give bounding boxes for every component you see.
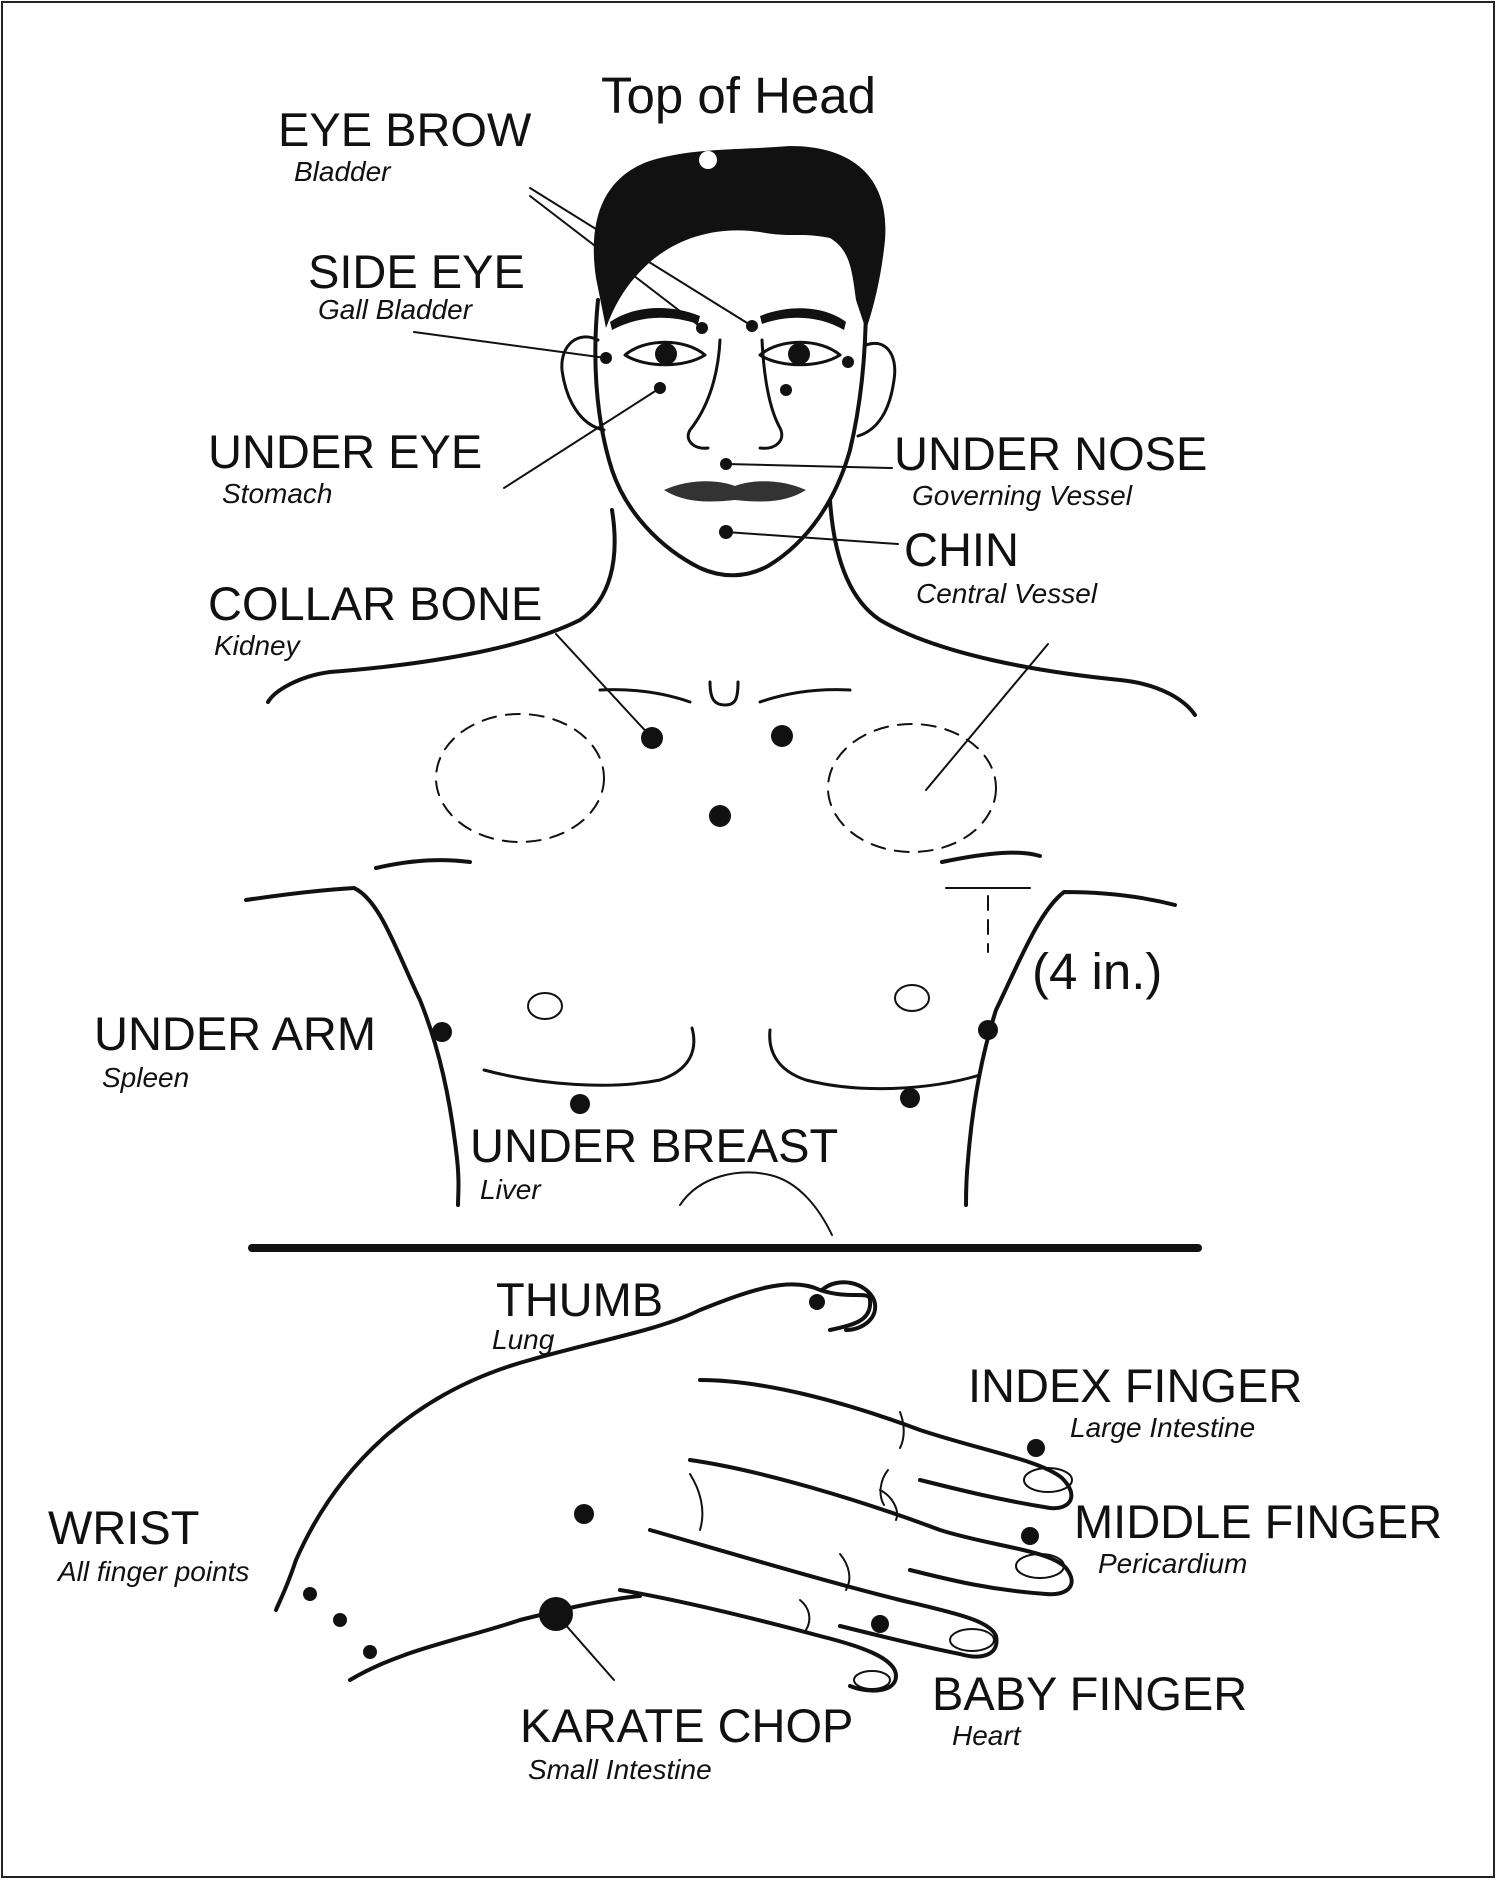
point-back-of-hand — [574, 1504, 594, 1524]
under-nose-label: UNDER NOSE — [894, 427, 1208, 480]
collar-bone-label: COLLAR BONE — [208, 577, 543, 630]
under-arm-meridian: Spleen — [102, 1062, 190, 1093]
thumb-meridian: Lung — [492, 1324, 555, 1355]
karate-chop-meridian: Small Intestine — [528, 1754, 712, 1785]
right-eye — [758, 340, 842, 367]
point-under-breast-left — [570, 1094, 590, 1114]
under-arm-label: UNDER ARM — [94, 1007, 377, 1060]
eye-brow-meridian: Bladder — [294, 156, 391, 187]
index-finger-label: INDEX FINGER — [968, 1359, 1303, 1412]
point-baby-finger — [871, 1615, 889, 1633]
baby-finger-meridian: Heart — [952, 1720, 1021, 1751]
chin-label: CHIN — [904, 523, 1019, 576]
hair — [593, 146, 886, 330]
nose — [686, 338, 784, 450]
hand-drawing — [274, 1280, 1074, 1693]
under-nose-meridian: Governing Vessel — [912, 480, 1132, 511]
right-eyebrow — [760, 308, 846, 330]
under-breast-meridian: Liver — [480, 1174, 541, 1205]
side-eye-meridian: Gall Bladder — [318, 294, 473, 325]
under-breast-label: UNDER BREAST — [470, 1119, 839, 1172]
under-eye-label: UNDER EYE — [208, 425, 483, 478]
point-thumb — [809, 1294, 825, 1310]
wrist-meridian: All finger points — [58, 1556, 250, 1587]
point-wrist-1 — [303, 1587, 317, 1601]
left-eyebrow — [610, 307, 700, 330]
side-eye-label: SIDE EYE — [308, 245, 525, 298]
left-chest-circle — [435, 713, 605, 843]
point-index-finger — [1027, 1439, 1045, 1457]
measure-label: (4 in.) — [1032, 943, 1163, 1000]
point-collar-bone-right — [771, 725, 793, 747]
right-chest-circle — [827, 723, 997, 853]
collar-bone-meridian: Kidney — [214, 630, 300, 661]
middle-finger-meridian: Pericardium — [1098, 1548, 1248, 1579]
mouth — [664, 481, 806, 502]
left-ear — [560, 335, 606, 432]
wrist-label: WRIST — [48, 1501, 200, 1554]
head-drawing — [560, 146, 897, 578]
point-wrist-2 — [333, 1613, 347, 1627]
right-ear — [856, 342, 897, 438]
point-under-arm-right — [978, 1020, 998, 1040]
point-side-eye-2 — [842, 356, 854, 368]
face-outline — [593, 298, 868, 578]
eye-brow-label: EYE BROW — [278, 103, 532, 156]
chin-meridian: Central Vessel — [916, 578, 1098, 609]
point-middle-finger — [1021, 1527, 1039, 1545]
left-eye — [623, 340, 707, 367]
index-finger-meridian: Large Intestine — [1070, 1412, 1256, 1443]
thumb-label: THUMB — [496, 1273, 664, 1326]
baby-finger-label: BABY FINGER — [932, 1667, 1248, 1720]
top-of-head-label: Top of Head — [601, 67, 877, 124]
point-chest-center — [709, 805, 731, 827]
point-under-breast-right — [900, 1088, 920, 1108]
point-wrist-3 — [363, 1645, 377, 1659]
torso-drawing — [244, 498, 1197, 1236]
under-eye-meridian: Stomach — [222, 478, 333, 509]
middle-finger-label: MIDDLE FINGER — [1074, 1495, 1443, 1548]
point-under-eye-2 — [780, 384, 792, 396]
leader-lines — [413, 187, 1049, 1681]
top-of-head-point — [699, 151, 717, 169]
point-under-arm-left — [432, 1022, 452, 1042]
karate-chop-label: KARATE CHOP — [520, 1699, 854, 1752]
